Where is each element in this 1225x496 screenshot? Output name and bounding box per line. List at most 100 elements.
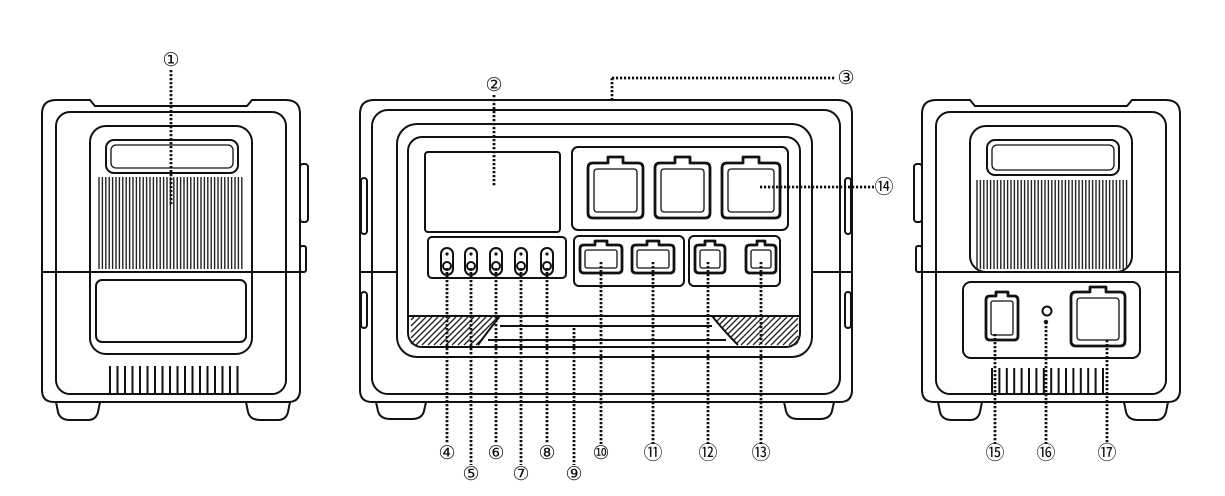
- hatch-line: [770, 317, 799, 346]
- dc-port-indicator: [494, 252, 498, 256]
- ac-outlet-2: [653, 155, 712, 220]
- callout-2: ②: [485, 74, 502, 96]
- callout-15: ⑮: [985, 442, 1004, 464]
- hatch-line: [463, 316, 493, 346]
- back-view: [913, 99, 1181, 421]
- ac-outlet-1: [586, 155, 645, 220]
- hatch-line: [410, 316, 433, 339]
- ac-outlet-panel: [571, 146, 789, 231]
- dc-port-3: [489, 247, 503, 276]
- side-foot-right: [245, 401, 291, 421]
- back-foot-right: [1123, 401, 1169, 421]
- back-charge-inlet: [1069, 285, 1127, 348]
- callout-4: ④: [438, 442, 455, 464]
- dc-port-1: [440, 247, 454, 276]
- callout-8: ⑧: [538, 442, 555, 464]
- callout-1: ①: [162, 49, 179, 71]
- callout-13: ⑬: [751, 442, 770, 464]
- hatch-line: [794, 341, 799, 346]
- hatch-line: [445, 316, 475, 346]
- usb-port-frame: [630, 239, 676, 275]
- hatch-line: [469, 316, 499, 346]
- ac-outlet-frame: [653, 155, 712, 220]
- back-input-port: [984, 290, 1020, 342]
- side-right-tab-upper: [299, 163, 309, 223]
- back-foot-left: [937, 401, 983, 421]
- side-right-tab-lower: [299, 245, 307, 273]
- back-handle: [986, 139, 1120, 176]
- hatch-line: [410, 316, 439, 345]
- dc-port-indicator: [445, 252, 449, 256]
- front-left-tab-lower: [360, 291, 368, 329]
- dc-port-housing: [440, 247, 454, 276]
- dc-port-housing: [464, 247, 478, 276]
- usb-port-frame: [578, 239, 624, 275]
- callout-10: ⑩: [592, 442, 609, 464]
- callout-7: ⑦: [512, 463, 529, 485]
- light-bar-left-edge: [477, 315, 501, 346]
- usb-panel-left: [573, 235, 685, 287]
- dc-port-housing: [489, 247, 503, 276]
- hatch-line: [451, 316, 481, 346]
- callout-17: ⑰: [1097, 442, 1116, 464]
- hatch-line: [410, 316, 427, 333]
- hatch-line: [788, 335, 799, 346]
- callout-leaders: [169, 70, 1109, 465]
- light-bar-hatch-right: [711, 316, 799, 346]
- hatch-line: [776, 323, 799, 346]
- back-reset-ring: [1041, 305, 1053, 317]
- side-foot-left: [55, 401, 101, 421]
- back-charge-inlet-face: [1076, 297, 1120, 341]
- side-vent-grille: [98, 177, 243, 269]
- light-bar-right-edge: [711, 315, 739, 346]
- hatch-line: [457, 316, 487, 346]
- usb-port-3: [693, 239, 727, 275]
- ac-outlet-3: [720, 155, 782, 220]
- hatch-line: [734, 316, 764, 346]
- front-foot-right: [783, 401, 835, 420]
- callout-14: ⑭: [874, 176, 893, 198]
- side-view: [41, 99, 309, 421]
- side-bottom-vents: [109, 366, 239, 394]
- hatch-line: [433, 316, 463, 346]
- back-handle-grip: [991, 144, 1115, 171]
- ac-outlet-face: [660, 168, 705, 213]
- hatch-line: [752, 316, 782, 346]
- back-left-tab-lower: [915, 245, 923, 273]
- dc-port-housing: [514, 247, 528, 276]
- usb-port-frame: [693, 239, 727, 275]
- hatch-line: [782, 329, 799, 346]
- dc-port-indicator: [545, 252, 549, 256]
- hatch-line: [410, 316, 415, 321]
- dc-port-indicator: [519, 252, 523, 256]
- back-bottom-vents: [991, 368, 1104, 395]
- lcd-display: [424, 151, 561, 233]
- callout-3: ③: [837, 67, 854, 89]
- hatch-line: [427, 316, 457, 346]
- side-lower-panel: [95, 279, 247, 343]
- ac-outlet-frame: [720, 155, 782, 220]
- hatch-line: [758, 316, 788, 346]
- back-left-tab-upper: [913, 163, 923, 223]
- ac-outlet-face: [593, 168, 638, 213]
- front-right-tab-lower: [844, 291, 852, 329]
- callout-12: ⑫: [698, 442, 717, 464]
- front-foot-left: [375, 401, 427, 420]
- callout-labels: ① ② ③ ④ ⑤ ⑥ ⑦ ⑧ ⑨ ⑩ ⑪ ⑫ ⑬ ⑭ ⑮ ⑯ ⑰: [162, 49, 1116, 485]
- ac-outlet-frame: [586, 155, 645, 220]
- front-right-tab-upper: [844, 177, 852, 235]
- hatch-line: [764, 316, 794, 346]
- dc-port-indicator: [469, 252, 473, 256]
- back-vent-grille: [976, 180, 1128, 269]
- ac-outlet-face: [727, 168, 775, 213]
- front-view: [359, 99, 853, 420]
- front-panel-inner: [407, 136, 801, 348]
- dc-port-housing: [540, 247, 554, 276]
- callout-16: ⑯: [1036, 442, 1055, 464]
- back-input-port-face: [990, 300, 1014, 336]
- front-left-tab-upper: [360, 177, 368, 235]
- front-frame: [371, 109, 841, 395]
- usb-panel-right: [688, 235, 781, 287]
- back-charge-inlet-frame: [1069, 285, 1127, 348]
